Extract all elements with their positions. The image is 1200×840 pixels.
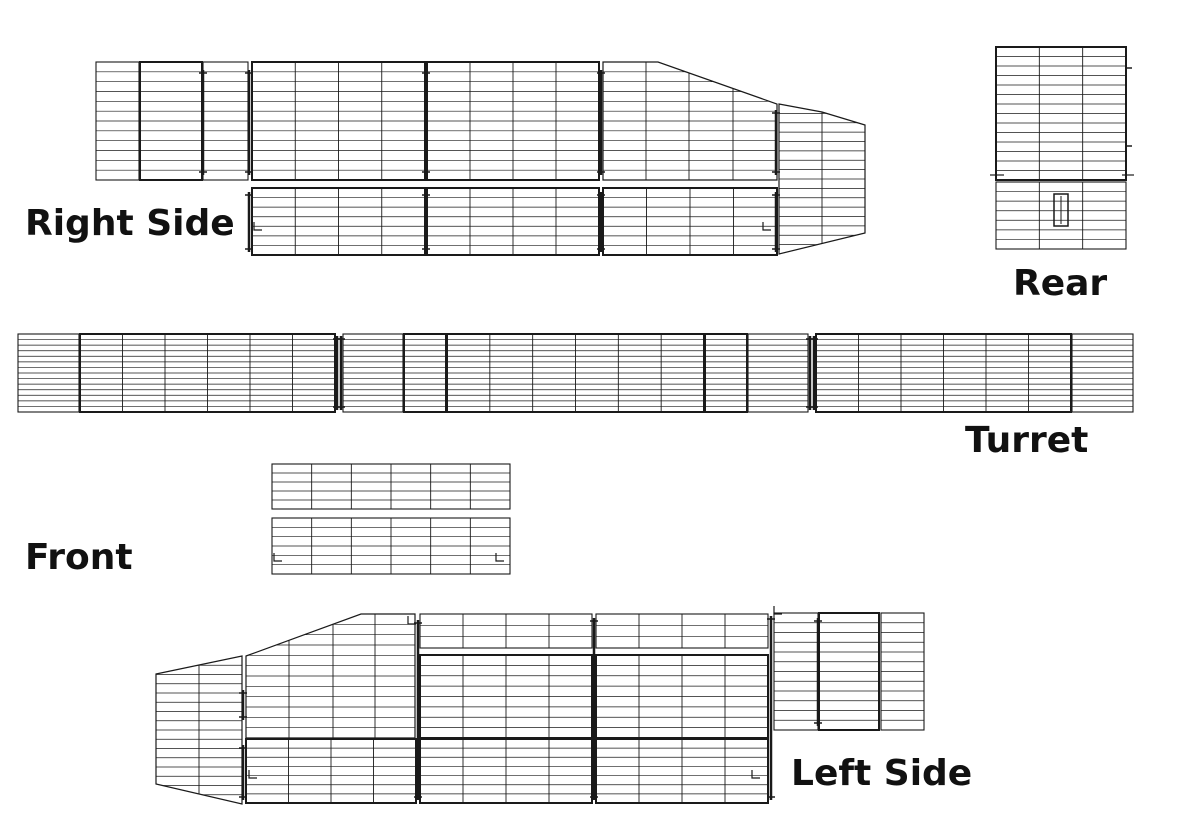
plank-group [156, 656, 242, 804]
panel-outline [595, 738, 769, 804]
turret-panel [17, 333, 80, 413]
rear-upper-panel [995, 46, 1127, 181]
right-side-lower-panel [426, 187, 600, 256]
latch-mark [762, 222, 771, 231]
panel-outline [271, 463, 511, 510]
panel-outline [245, 613, 416, 739]
left-side-slope-panel [245, 613, 416, 739]
panel-outline [995, 181, 1127, 250]
left-side-panel [419, 654, 593, 739]
left-side-upper-panel [419, 613, 593, 649]
rear-hatch [1053, 193, 1069, 227]
panel-outline [419, 613, 593, 649]
right-side-panel [426, 61, 600, 181]
turret-panel [704, 333, 748, 413]
panel-outline [271, 517, 511, 575]
rear-label: Rear [1013, 263, 1108, 304]
left-side-lower-panel [595, 738, 769, 804]
latch-mark [407, 616, 416, 625]
panel-outline [595, 613, 769, 649]
panel-outline [704, 333, 748, 413]
panel-outline [880, 612, 925, 731]
turret-panel [403, 333, 447, 413]
plank-group [603, 62, 777, 180]
left-side-upper-panel [595, 613, 769, 649]
right-side-view [95, 61, 866, 256]
right-side-lower-panel [602, 187, 778, 256]
latch-mark [253, 222, 262, 231]
panel-outline [747, 333, 809, 413]
turret-panel [79, 333, 336, 413]
turret-panel [747, 333, 809, 413]
left-side-label: Left Side [791, 753, 973, 794]
front-view [271, 463, 511, 575]
panel-outline [419, 738, 593, 804]
front-upper-panel [271, 463, 511, 510]
turret-panel [815, 333, 1072, 413]
right-side-panel [251, 61, 426, 181]
left-side-view [155, 606, 925, 805]
latch-mark [273, 553, 282, 562]
rear-view [990, 46, 1134, 250]
right-side-panel [202, 61, 249, 181]
panel-outline [995, 46, 1127, 181]
panel-outline [155, 655, 243, 805]
right-side-slope-panel [602, 61, 778, 181]
right-side-panel [95, 61, 140, 181]
left-side-nose-panel [155, 655, 243, 805]
turret-panel [342, 333, 404, 413]
left-side-panel [595, 654, 769, 739]
front-label: Front [25, 537, 133, 578]
turret-panel [446, 333, 705, 413]
left-side-rear-panel [773, 612, 819, 731]
latch-mark [751, 770, 760, 779]
right-side-nose-panel [778, 103, 866, 255]
turret-view [17, 333, 1134, 413]
right-side-panel [139, 61, 203, 181]
front-lower-panel [271, 517, 511, 575]
right-side-label: Right Side [25, 203, 235, 244]
latch-mark [495, 553, 504, 562]
turret-label: Turret [965, 420, 1089, 461]
turret-panel [1071, 333, 1134, 413]
right-side-lower-panel [251, 187, 426, 256]
panel-outline [815, 333, 1072, 413]
plank-group [779, 104, 865, 254]
panel-outline [1071, 333, 1134, 413]
panel-outline [778, 103, 866, 255]
left-side-lower-panel [245, 738, 417, 804]
latch-mark [248, 770, 257, 779]
left-side-lower-panel [419, 738, 593, 804]
panel-outline [79, 333, 336, 413]
left-side-rear-panel [818, 612, 880, 731]
latch-mark [773, 606, 782, 615]
panel-outline [245, 738, 417, 804]
plank-group [246, 614, 415, 738]
left-side-rear-panel [880, 612, 925, 731]
